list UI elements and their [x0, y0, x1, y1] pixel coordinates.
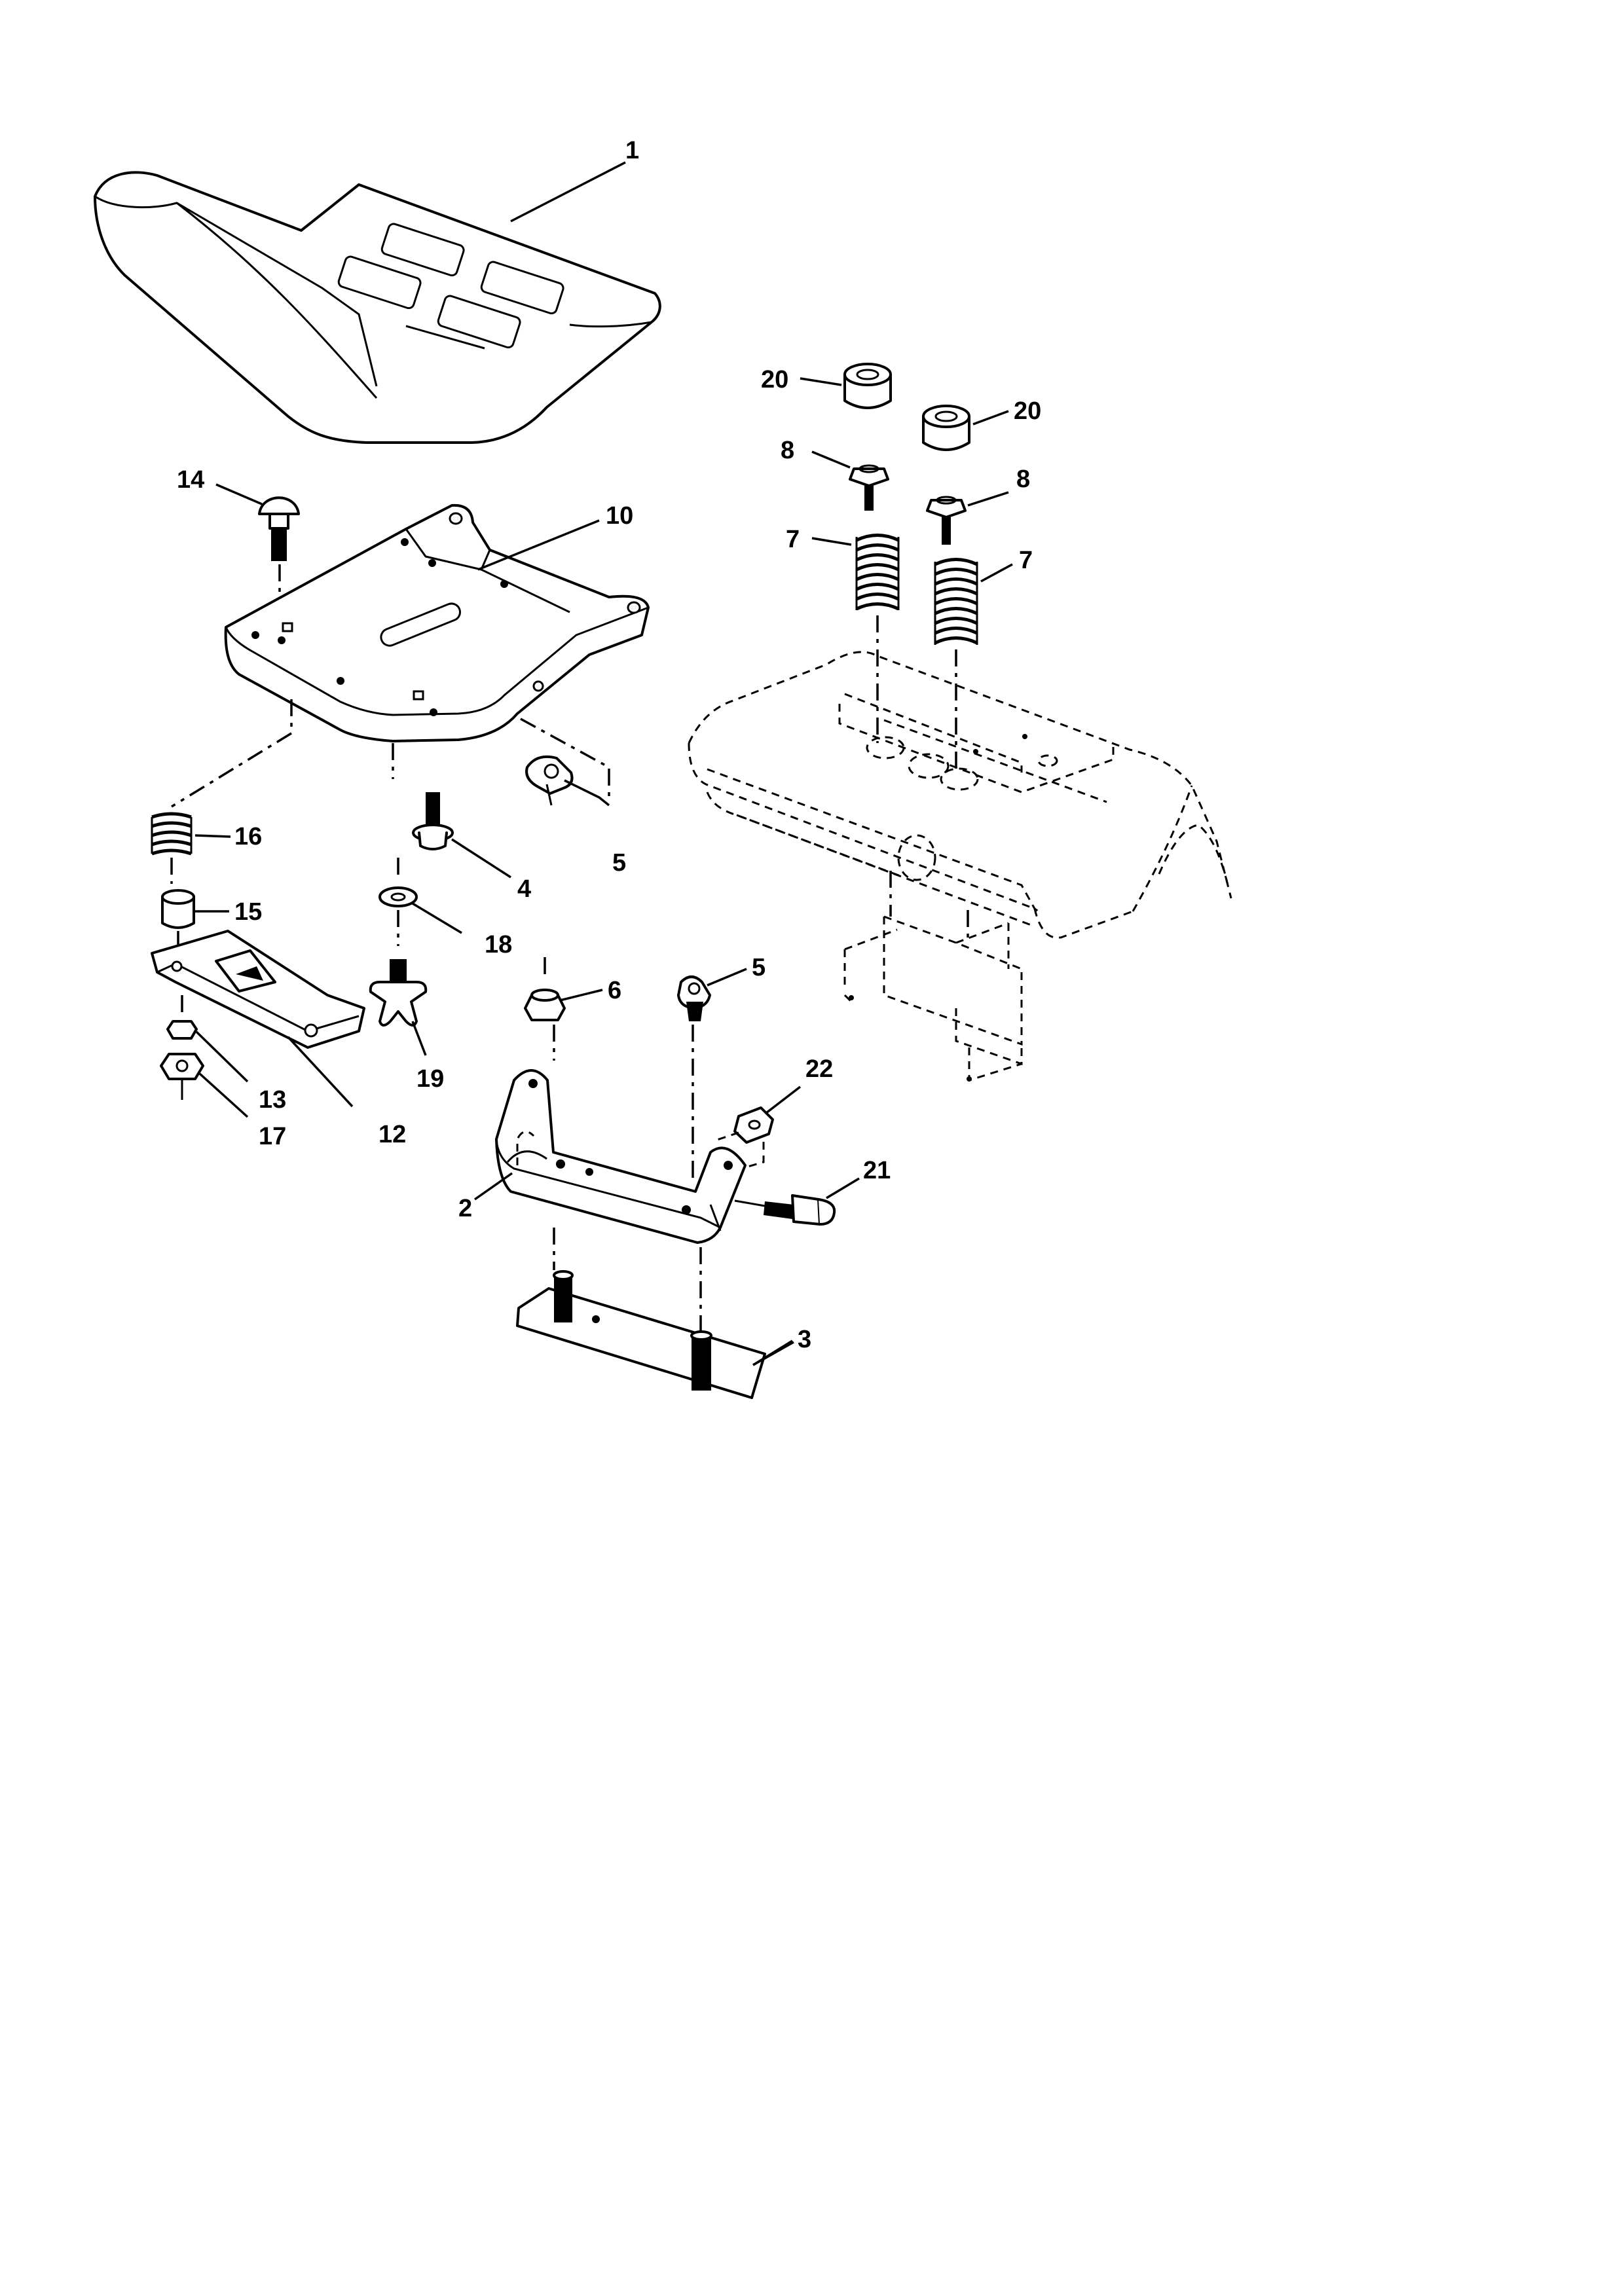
slide-rail: [151, 930, 365, 1108]
washer-18: [378, 886, 462, 934]
callout-labels: 1 10 14 16 15 4 5 18 19 13 17 12 6 5 22 …: [177, 137, 1041, 1353]
callout-3: 3: [798, 1326, 811, 1353]
plate-with-studs-3: [516, 1270, 793, 1399]
callout-10: 10: [606, 502, 633, 530]
leader-1: [510, 161, 626, 223]
callout-16: 16: [234, 823, 262, 850]
bolt-4: [412, 792, 511, 879]
bushing-20-right: [922, 405, 1009, 451]
callout-13: 13: [259, 1086, 286, 1114]
knob-19: [369, 959, 428, 1056]
callout-5-upper: 5: [612, 849, 626, 877]
seat: [94, 171, 661, 444]
centerline-pan-left: [171, 699, 293, 808]
callout-2: 2: [458, 1195, 472, 1222]
callout-7-left: 7: [786, 526, 800, 553]
callout-17: 17: [259, 1123, 286, 1150]
nut-6: [524, 957, 603, 1061]
leader-3: [752, 1341, 794, 1366]
callout-20-right: 20: [1014, 397, 1041, 425]
callout-5-lower: 5: [752, 954, 766, 981]
callout-22: 22: [805, 1055, 833, 1083]
tractor-frame-phantom: [688, 651, 1232, 1082]
spring-7-left: [811, 534, 900, 743]
callout-19: 19: [416, 1065, 444, 1093]
callout-8-right: 8: [1016, 465, 1030, 493]
bolt-8-left: [811, 450, 889, 511]
nut-13: [166, 995, 249, 1083]
callout-18: 18: [485, 931, 512, 958]
callout-1: 1: [625, 137, 639, 164]
callout-20-left: 20: [761, 366, 788, 393]
seat-pan: [224, 503, 650, 742]
spring-16: [151, 812, 231, 884]
leader-10: [477, 519, 600, 571]
spring-7-right: [934, 558, 1013, 769]
callout-12: 12: [378, 1121, 406, 1148]
carriage-bolt: [215, 483, 300, 596]
callout-14: 14: [177, 466, 204, 494]
callout-7-right: 7: [1019, 547, 1033, 574]
bracket-2: [473, 1069, 747, 1336]
callout-21: 21: [863, 1157, 891, 1184]
clip-5-upper: [525, 755, 610, 807]
wing-nut-5-lower: [677, 968, 747, 1178]
shoulder-bolt-21: [734, 1177, 860, 1226]
callout-15: 15: [234, 898, 262, 926]
callout-8-left: 8: [781, 437, 794, 464]
callout-4: 4: [517, 875, 531, 903]
spacer-15: [161, 889, 229, 949]
callout-6: 6: [608, 977, 621, 1004]
bolt-8-right: [926, 491, 1009, 545]
nut-17: [160, 1053, 249, 1118]
bushing-20-left: [800, 363, 892, 409]
